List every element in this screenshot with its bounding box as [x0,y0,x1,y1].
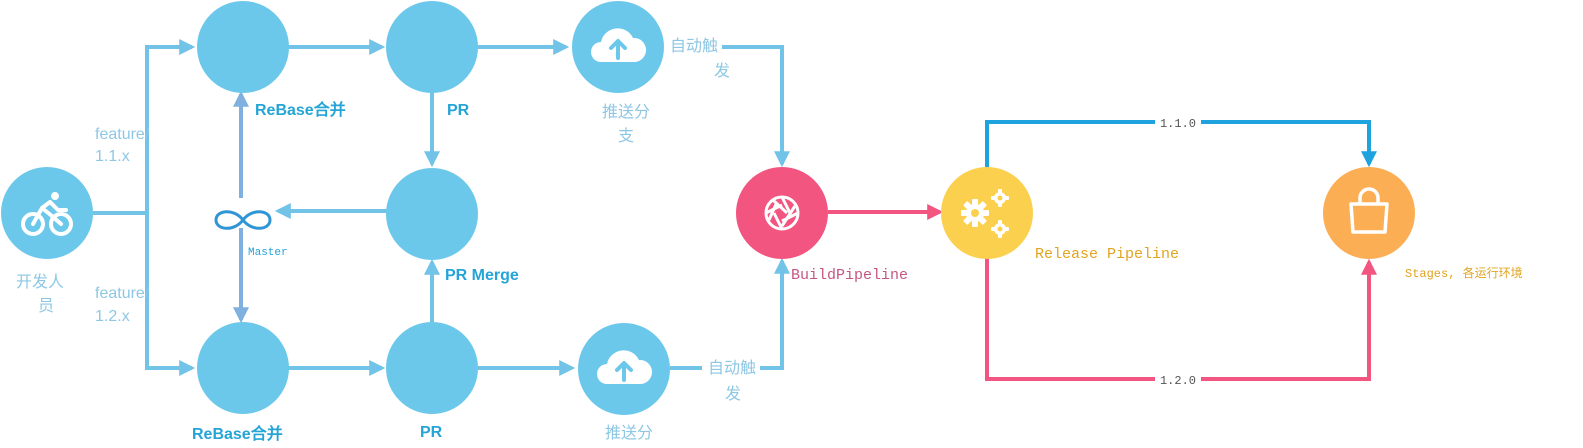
stages-node[interactable] [1323,167,1415,259]
developer-label-line1: 开发人 [16,272,64,291]
infinity-icon [214,210,272,230]
feature-top-label-line2: 1.1.x [95,148,130,165]
gears-icon [961,189,1009,238]
push-top-node[interactable] [572,1,664,93]
pr-bottom-label: PR [420,424,443,441]
edge-developer-feature-top [93,39,196,215]
push-top-label-line1: 推送分 [602,102,650,121]
feature-top-label-line1: feature/ [95,126,150,143]
rebase-bottom-label: ReBase合并 [192,424,283,443]
pr-top-node[interactable] [386,1,478,93]
build-pipeline-label: BuildPipeline [791,267,908,284]
shopping-bag-icon [1349,187,1389,234]
rebase-top-label: ReBase合并 [255,100,346,119]
release-1-2-0-label: 1.2.0 [1160,374,1196,388]
push-bottom-label: 推送分 [605,423,653,442]
feature-bottom-label-line1: feature/ [95,285,150,302]
cloud-upload-icon [591,28,647,62]
cloud-upload-icon [597,350,653,384]
build-pipeline-node[interactable] [736,167,828,259]
auto-trigger-top-line2: 发 [714,61,730,80]
release-pipeline-node[interactable] [941,167,1033,259]
auto-trigger-bottom-line1: 自动触 [708,358,756,377]
edge-developer-feature-bottom [145,213,196,376]
auto-trigger-bottom-line2: 发 [725,384,741,403]
master-node[interactable] [212,198,272,230]
pr-merge-label: PR Merge [445,267,519,284]
camera-shutter-icon [764,195,800,231]
developer-label-line2: 员 [38,296,54,315]
release-1-1-0-label: 1.1.0 [1160,117,1196,131]
rebase-top-node[interactable] [197,1,289,93]
rebase-bottom-node[interactable] [197,322,289,414]
master-label: Master [248,247,288,259]
push-bottom-node[interactable] [578,323,670,415]
edges [93,39,1377,381]
bicycle-icon [21,192,73,236]
push-top-label-line2: 支 [618,126,634,145]
edge-push-bottom-to-build [670,257,790,370]
pr-bottom-node[interactable] [386,322,478,414]
release-pipeline-label: Release Pipeline [1035,246,1179,263]
stages-label: Stages, 各运行环境 [1405,265,1523,281]
pr-merge-node[interactable] [386,168,478,260]
edge-release-1-2-0 [985,258,1377,381]
feature-bottom-label-line2: 1.2.x [95,308,130,325]
auto-trigger-top-line1: 自动触 [670,36,718,55]
pr-top-label: PR [447,102,470,119]
developer-node[interactable] [1,167,93,259]
